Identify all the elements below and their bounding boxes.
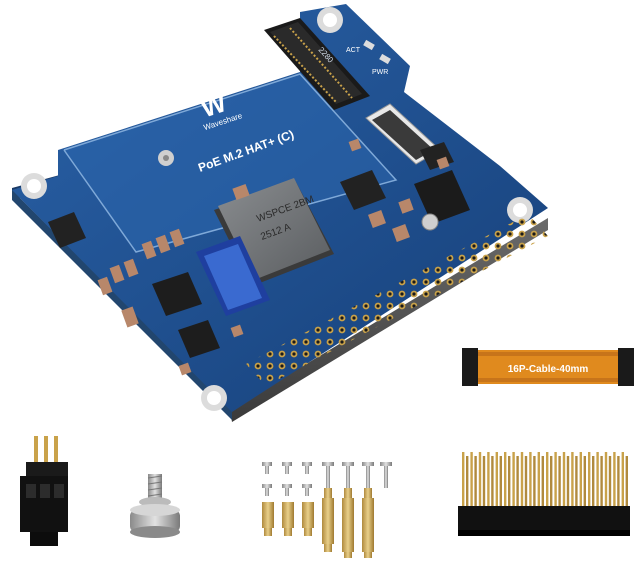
header-pin [554, 452, 557, 508]
cable-label: 16P-Cable-40mm [508, 364, 589, 375]
header-pin [512, 452, 515, 508]
fpc-cable: 16P-Cable-40mm [462, 348, 634, 386]
header-pin [520, 452, 524, 508]
header-pin [583, 456, 586, 508]
m2-area [64, 74, 396, 252]
header-pin [625, 456, 628, 508]
status-leds: ACT PWR [346, 39, 391, 76]
header-pin [592, 456, 595, 508]
header-pin [516, 456, 519, 508]
header-pin [566, 456, 570, 508]
header-pin [470, 452, 473, 508]
header-pin [550, 456, 553, 508]
mounting-hole [317, 7, 343, 33]
jumper-header [20, 436, 68, 546]
header-pin [508, 456, 511, 508]
header-pin [462, 452, 465, 508]
standoff-kit [262, 462, 392, 558]
capacitor [421, 213, 439, 231]
mounting-hole [201, 385, 227, 411]
header-pin [495, 452, 498, 508]
header-pin [621, 452, 624, 508]
header-pin [596, 452, 599, 508]
header-pin [504, 452, 507, 508]
m2-connector: 2280 [264, 18, 370, 110]
header-pin [604, 452, 608, 508]
header-pin [588, 452, 591, 508]
header-pin [491, 456, 494, 508]
header-pin [537, 452, 540, 508]
passive-components [97, 138, 450, 376]
header-pin [608, 456, 612, 508]
header-pin [579, 452, 582, 508]
header-pin [533, 456, 536, 508]
poe-transformer [196, 236, 270, 316]
header-pin [487, 452, 490, 508]
header-pin [562, 452, 566, 508]
header-pin [575, 456, 578, 508]
act-led-label: ACT [346, 47, 361, 54]
header-pin [613, 452, 616, 508]
header-pin [499, 456, 502, 508]
gpio-holes [246, 214, 548, 386]
header-pin [529, 452, 532, 508]
header-pin [600, 456, 603, 508]
header-pin [541, 456, 544, 508]
mounting-hole [21, 173, 47, 199]
gpio-stacking-header [458, 452, 630, 536]
header-pin [546, 452, 549, 508]
header-pin [617, 456, 620, 508]
pcb-board: 2280 ACT PWR W Waveshare PoE M.2 HAT+ [12, 4, 548, 422]
thumb-screw [130, 474, 180, 538]
header-pin [524, 456, 528, 508]
header-pin [474, 456, 477, 508]
header-pin [571, 452, 574, 508]
header-pin [478, 452, 482, 508]
header-pin [466, 456, 469, 508]
header-pin [558, 456, 561, 508]
pwr-led-label: PWR [372, 69, 388, 76]
header-pin [482, 456, 486, 508]
